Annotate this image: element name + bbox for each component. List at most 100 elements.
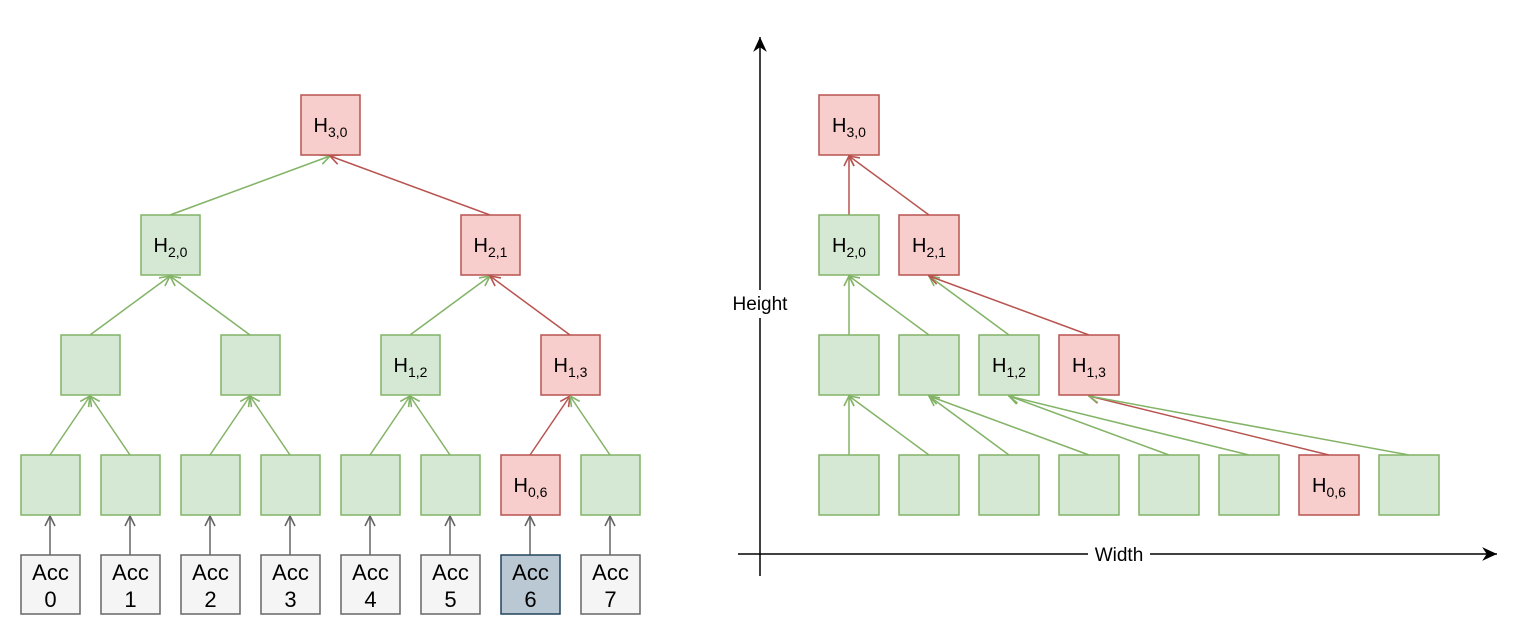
node-label: H xyxy=(394,355,408,377)
node-label: H xyxy=(1072,355,1086,377)
edge xyxy=(929,396,1010,456)
account-number: 2 xyxy=(204,587,216,612)
account-word: Acc xyxy=(192,560,229,585)
node-h30: H3,0 xyxy=(818,94,880,156)
edge xyxy=(929,396,1090,456)
node-h30: H3,0 xyxy=(300,94,361,156)
edge xyxy=(849,396,930,456)
node-label: H xyxy=(832,115,846,137)
account-5: Acc 5 xyxy=(420,554,481,615)
node-label: H xyxy=(912,235,926,257)
node-n05 xyxy=(420,454,481,516)
node-n10 xyxy=(60,334,121,396)
x-axis-label: Width xyxy=(1095,545,1144,566)
node-h20: H2,0 xyxy=(140,214,201,276)
node-n07 xyxy=(580,454,641,516)
account-number: 3 xyxy=(284,587,296,612)
account-2: Acc 2 xyxy=(180,554,241,615)
svg-text:H1,2: H1,2 xyxy=(394,355,428,380)
edge xyxy=(1009,396,1170,456)
account-0: Acc 0 xyxy=(20,554,81,615)
node-label: H xyxy=(992,355,1006,377)
account-number: 5 xyxy=(444,587,456,612)
edge xyxy=(929,276,1010,336)
node-n04 xyxy=(1138,454,1200,516)
edge xyxy=(170,276,251,336)
account-3: Acc 3 xyxy=(260,554,321,615)
right-plot-edges xyxy=(849,156,1410,456)
node-label: H xyxy=(554,355,568,377)
y-axis-label-bg xyxy=(724,290,796,318)
svg-text:H3,0: H3,0 xyxy=(314,115,348,140)
node-subscript: 1,2 xyxy=(408,364,428,380)
node-label: H xyxy=(1312,475,1326,497)
node-subscript: 2,0 xyxy=(168,244,188,260)
edge xyxy=(169,156,330,216)
node-n01 xyxy=(100,454,161,516)
edge xyxy=(89,276,170,336)
node-n07 xyxy=(1378,454,1440,516)
edge xyxy=(570,396,611,456)
svg-text:H3,0: H3,0 xyxy=(832,115,866,140)
svg-text:H2,0: H2,0 xyxy=(154,235,188,260)
account-word: Acc xyxy=(272,560,309,585)
account-number: 0 xyxy=(44,587,56,612)
node-n10 xyxy=(818,334,880,396)
node-h06: H0,6 xyxy=(1298,454,1360,516)
edge-path xyxy=(849,156,930,216)
edge xyxy=(90,396,131,456)
node-h12: H1,2 xyxy=(978,334,1040,396)
svg-text:H2,1: H2,1 xyxy=(912,235,946,260)
node-n03 xyxy=(260,454,321,516)
edge xyxy=(369,396,410,456)
edge-path xyxy=(1089,396,1330,456)
svg-text:H0,6: H0,6 xyxy=(1312,475,1346,500)
right-plot: Height Width H3,0 xyxy=(724,37,1497,576)
svg-text:H1,3: H1,3 xyxy=(554,355,588,380)
edge xyxy=(409,276,490,336)
node-label: H xyxy=(154,235,168,257)
account-word: Acc xyxy=(112,560,149,585)
account-word: Acc xyxy=(432,560,469,585)
account-number: 7 xyxy=(604,587,616,612)
edge xyxy=(410,396,451,456)
node-subscript: 2,1 xyxy=(488,244,508,260)
node-label: H xyxy=(514,475,528,497)
account-4: Acc 4 xyxy=(340,554,401,615)
edge-path xyxy=(490,276,571,336)
y-axis-label: Height xyxy=(733,294,789,315)
node-h13: H1,3 xyxy=(1058,334,1120,396)
node-h20: H2,0 xyxy=(818,214,880,276)
node-subscript: 0,6 xyxy=(528,484,548,500)
node-n11 xyxy=(898,334,960,396)
node-h21: H2,1 xyxy=(460,214,521,276)
x-axis-label-bg xyxy=(1088,542,1150,566)
edge xyxy=(1009,396,1250,456)
node-label: H xyxy=(832,235,846,257)
node-subscript: 0,6 xyxy=(1326,484,1346,500)
node-subscript: 2,1 xyxy=(926,244,946,260)
edge xyxy=(849,276,930,336)
node-subscript: 3,0 xyxy=(328,124,348,140)
left-tree: H3,0 H2,0 H2,1 H1,2 xyxy=(20,94,641,615)
node-n02 xyxy=(978,454,1040,516)
node-h21: H2,1 xyxy=(898,214,960,276)
right-plot-nodes: H3,0 H2,0 H2,1 H1,2 H1,3 xyxy=(818,94,1440,516)
node-subscript: 2,0 xyxy=(846,244,866,260)
account-word: Acc xyxy=(352,560,389,585)
node-n02 xyxy=(180,454,241,516)
account-1: Acc 1 xyxy=(100,554,161,615)
left-tree-edges xyxy=(50,156,610,555)
account-7: Acc 7 xyxy=(580,554,641,615)
svg-text:H1,2: H1,2 xyxy=(992,355,1026,380)
account-number: 1 xyxy=(124,587,136,612)
node-h12: H1,2 xyxy=(380,334,441,396)
node-n03 xyxy=(1058,454,1120,516)
node-subscript: 3,0 xyxy=(846,124,866,140)
svg-text:H1,3: H1,3 xyxy=(1072,355,1106,380)
node-n05 xyxy=(1218,454,1280,516)
node-subscript: 1,3 xyxy=(1086,364,1106,380)
node-h06: H0,6 xyxy=(500,454,561,516)
edge-path xyxy=(330,156,491,216)
